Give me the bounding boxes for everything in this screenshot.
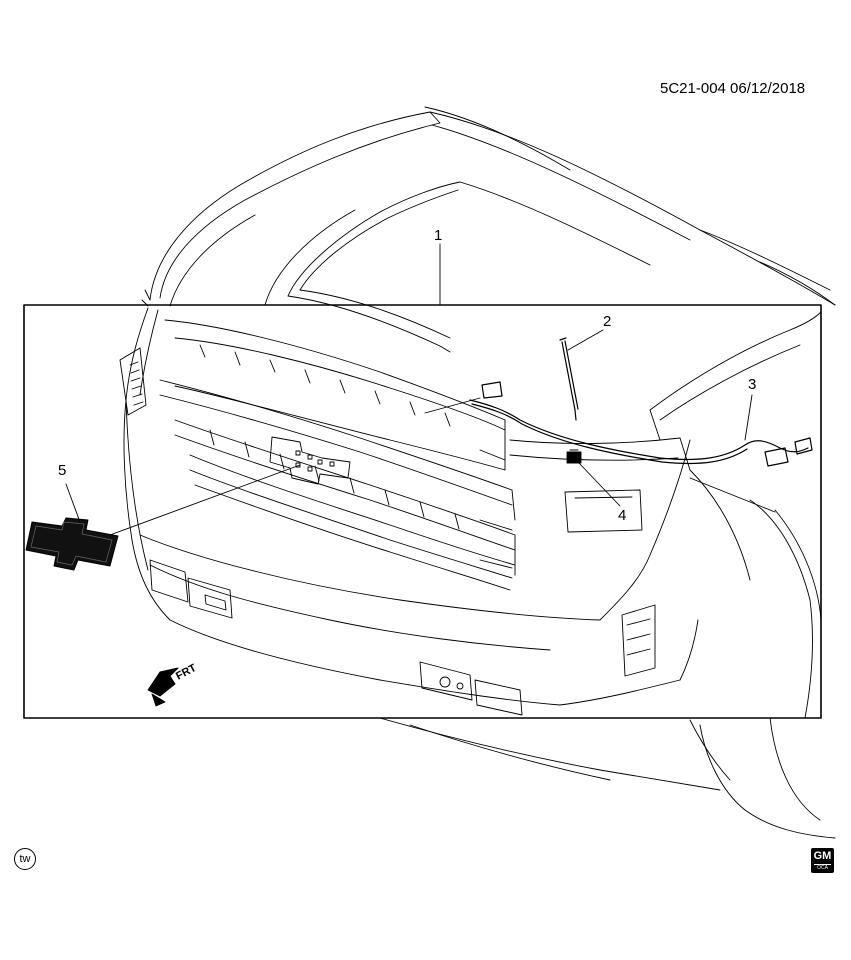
detail-frame bbox=[23, 304, 822, 719]
leader-line-2 bbox=[567, 329, 604, 351]
gm-logo-subtext: OCA bbox=[814, 864, 831, 871]
callout-4: 4 bbox=[618, 507, 627, 524]
drawing-id: 5C21-004 06/12/2018 bbox=[660, 80, 806, 97]
lower-bumper-outline bbox=[379, 717, 836, 839]
gm-logo-text: GM bbox=[813, 850, 832, 862]
callout-2: 2 bbox=[603, 313, 612, 330]
callout-1: 1 bbox=[434, 227, 443, 244]
leader-line-4 bbox=[577, 461, 621, 507]
tw-badge: tw bbox=[14, 848, 36, 870]
antenna-part-2 bbox=[559, 337, 579, 421]
emblem-bowtie-part-5 bbox=[25, 517, 119, 571]
leader-line-fender bbox=[689, 477, 776, 513]
headlamp-left bbox=[119, 347, 147, 416]
connector-part-4 bbox=[566, 449, 582, 464]
leader-line-5 bbox=[65, 483, 81, 523]
fog-lamp-pockets bbox=[149, 559, 523, 716]
front-fascia bbox=[123, 307, 699, 706]
leader-lines bbox=[65, 243, 776, 536]
grille bbox=[159, 319, 516, 591]
right-headlamp-fender bbox=[509, 311, 822, 719]
leader-line-3 bbox=[744, 394, 753, 441]
gm-logo: GM OCA bbox=[811, 848, 834, 873]
frt-arrow-icon bbox=[147, 667, 179, 707]
leader-line-5-emblem bbox=[109, 464, 301, 536]
wiring-harness bbox=[469, 381, 813, 467]
leader-line-hood bbox=[424, 397, 481, 414]
truck-hood-outline bbox=[149, 106, 836, 307]
fender-right-outline bbox=[141, 229, 836, 307]
callout-3: 3 bbox=[748, 376, 757, 393]
callout-5: 5 bbox=[58, 462, 67, 479]
hood-scoop bbox=[264, 181, 651, 353]
